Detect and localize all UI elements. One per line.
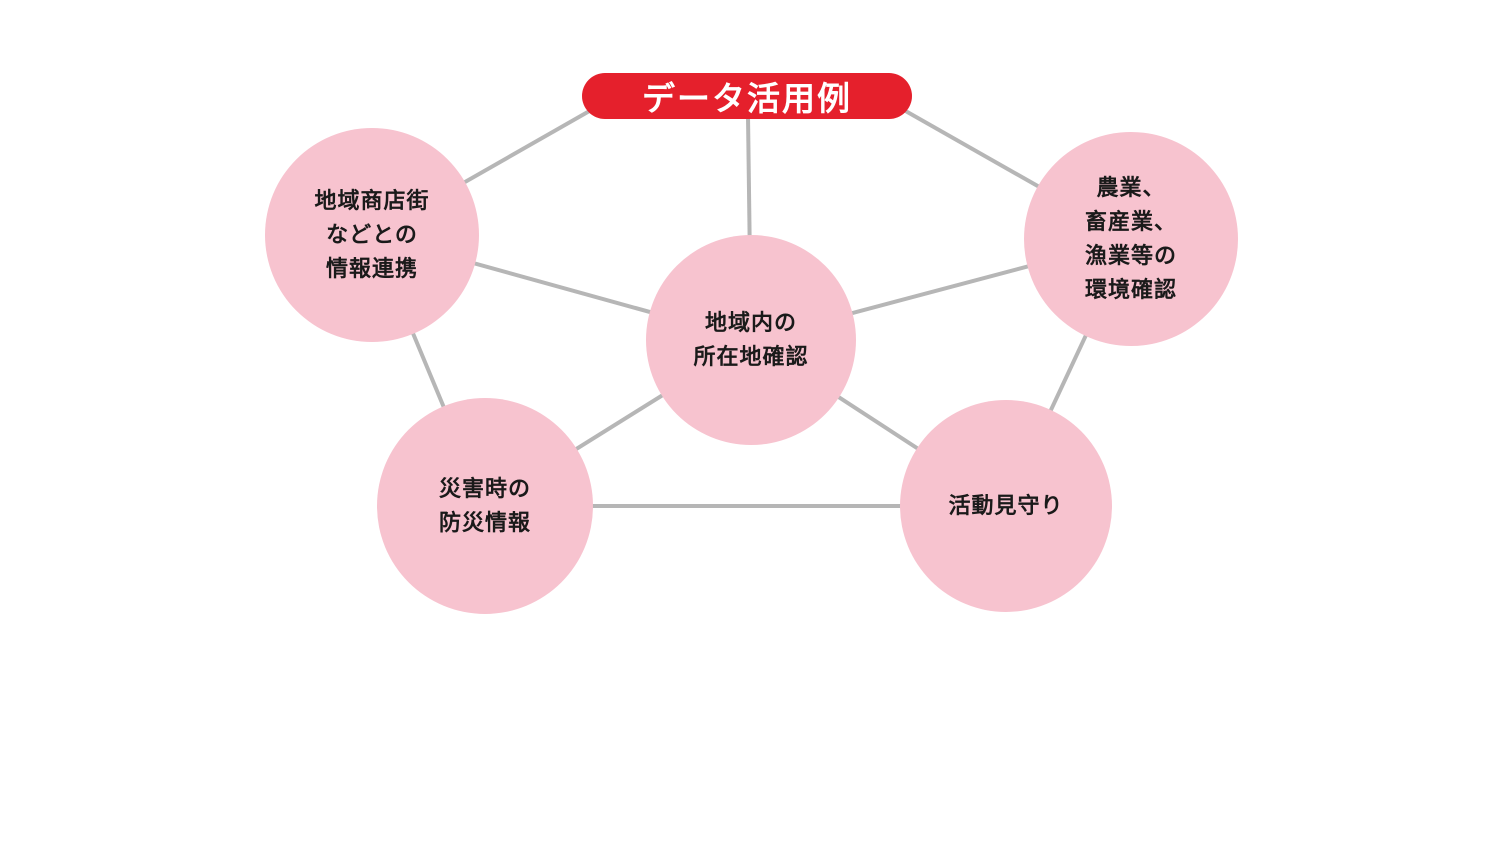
node-label: 地域内の 所在地確認	[693, 310, 809, 369]
node-label: 農業、 畜産業、 漁業等の 環境確認	[1084, 175, 1177, 302]
node-bottom-left: 災害時の 防災情報	[377, 398, 593, 614]
node-center: 地域内の 所在地確認	[646, 235, 856, 445]
node-bottom-right: 活動見守り	[900, 400, 1112, 612]
node-top-right: 農業、 畜産業、 漁業等の 環境確認	[1024, 132, 1238, 346]
node-label: 活動見守り	[948, 493, 1064, 518]
node-label: 地域商店街 などとの 情報連携	[314, 188, 430, 281]
node-label: 災害時の 防災情報	[438, 476, 531, 535]
node-top-left: 地域商店街 などとの 情報連携	[265, 128, 479, 342]
title-badge: データ活用例	[582, 73, 912, 119]
